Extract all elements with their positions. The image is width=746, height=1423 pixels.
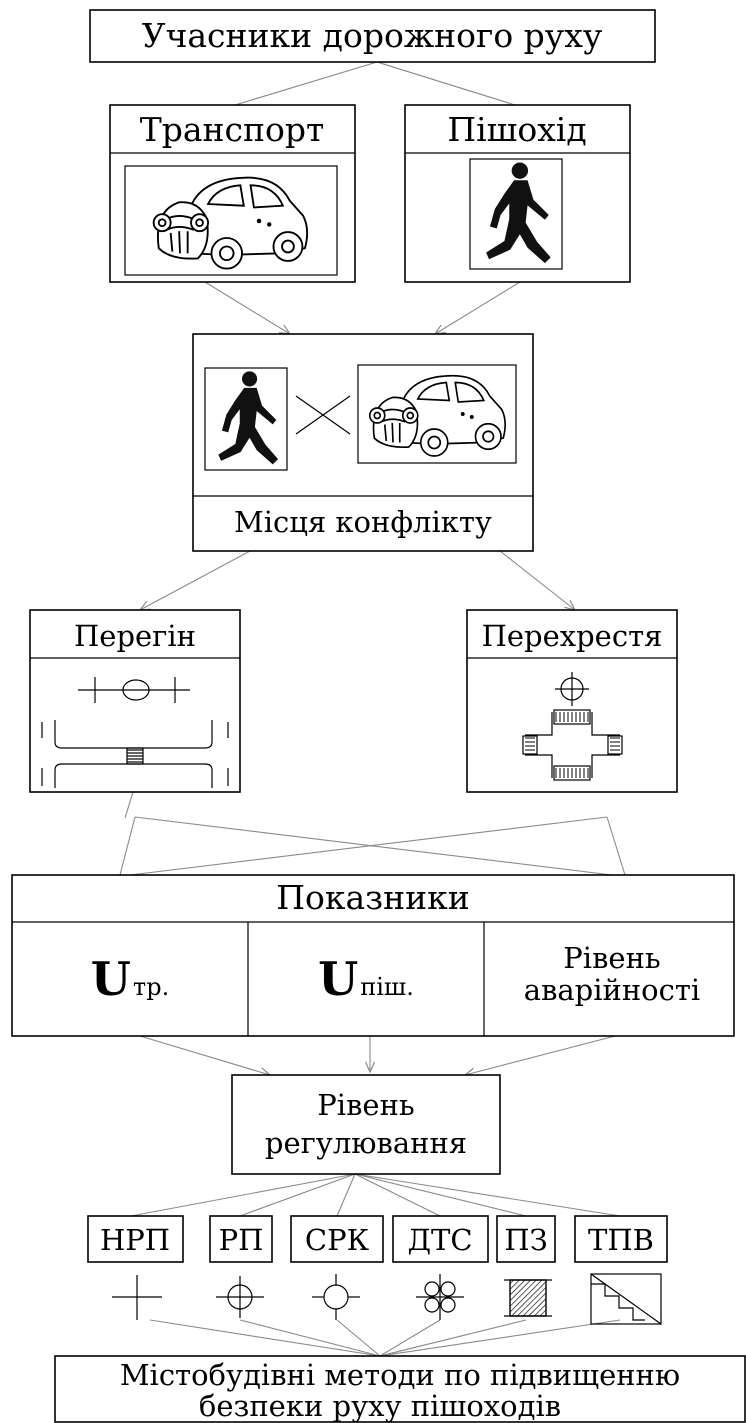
segment-label: Перегін <box>74 619 196 653</box>
segment-conflict-icon <box>78 677 190 703</box>
connector-regulation-nrp <box>130 1173 356 1217</box>
method-srk: СРК <box>290 1215 384 1320</box>
connector-regulation-tpv <box>354 1173 621 1217</box>
method-label: СРК <box>305 1223 370 1257</box>
regulation-line2: регулювання <box>265 1126 467 1160</box>
method-label: ТПВ <box>588 1223 654 1257</box>
arrow-conflict-intersection <box>499 550 575 610</box>
indicators-title: Показники <box>276 878 470 917</box>
pedestrian-label: Пішохід <box>447 110 586 149</box>
arrow-conflict-segment <box>140 550 251 610</box>
u-transport-indicator: Uтр. <box>91 952 169 1006</box>
indicators-box: Показники Uтр. Uпіш. Рівень аварійності <box>11 874 735 1037</box>
intersection-plan-icon <box>522 709 623 781</box>
conflict-box: Місця конфлікту <box>192 333 534 552</box>
connector-regulation-srk <box>336 1173 356 1217</box>
connector-segment-left <box>119 816 136 876</box>
clover-icon <box>416 1274 464 1320</box>
u-pedestrian-indicator: Uпіш. <box>318 952 414 1006</box>
segment-road-plan-icon <box>41 720 229 788</box>
plain-cross-icon <box>112 1275 162 1320</box>
participants-title: Учасники дорожного руху <box>142 16 603 55</box>
method-nrp: НРП <box>87 1215 184 1320</box>
method-tpv: ТПВ <box>574 1215 668 1325</box>
connector-pz-final <box>379 1319 527 1357</box>
method-pz: ПЗ <box>496 1215 556 1317</box>
connectors <box>119 61 626 1357</box>
transport-box: Транспорт <box>109 104 356 283</box>
connector-srk-final <box>336 1319 381 1357</box>
connector-participants-transport <box>234 61 378 106</box>
method-label: РП <box>219 1223 264 1257</box>
stair-triangle-icon <box>590 1273 662 1325</box>
crosswalk-circle-icon <box>216 1276 264 1318</box>
transport-label: Транспорт <box>140 110 325 149</box>
connector-dts-final <box>379 1319 441 1357</box>
connector-participants-pedestrian <box>376 61 516 106</box>
connector-rp-final <box>239 1319 381 1357</box>
arrow-accident-regulation <box>465 1035 616 1075</box>
connector-regulation-pz <box>354 1173 527 1217</box>
arrow-transport-conflict <box>204 281 290 334</box>
conflict-label: Місця конфлікту <box>234 505 492 539</box>
arrow-pedestrian-conflict <box>435 281 521 334</box>
intersection-box: Перехрестя <box>466 609 678 793</box>
connector-intersection-cross <box>129 816 608 876</box>
connector-regulation-rp <box>239 1173 356 1217</box>
segment-box: Перегін <box>29 609 241 793</box>
method-label: НРП <box>100 1223 170 1257</box>
accident-level-line1: Рівень <box>563 941 660 975</box>
participants-box: Учасники дорожного руху <box>89 9 656 63</box>
hatched-square-icon <box>504 1279 552 1317</box>
intersection-conflict-icon <box>555 672 589 706</box>
connector-segment-cross <box>134 816 613 876</box>
regulation-box: Рівень регулювання <box>231 1074 501 1175</box>
connector-tpv-final <box>379 1319 621 1357</box>
small-circle-cross-icon <box>312 1274 360 1320</box>
accident-level-line2: аварійності <box>524 973 700 1007</box>
connector-nrp-final <box>149 1319 381 1357</box>
final-line1: Містобудівні методи по підвищенню <box>120 1358 680 1392</box>
method-dts: ДТС <box>392 1215 489 1320</box>
connector-regulation-dts <box>354 1173 441 1217</box>
arrow-utr-regulation <box>139 1035 270 1075</box>
method-label: ДТС <box>407 1223 472 1257</box>
final-box: Містобудівні методи по підвищенню безпек… <box>54 1355 746 1423</box>
intersection-label: Перехрестя <box>482 619 663 653</box>
connector-segment-stub <box>124 791 134 819</box>
pedestrian-box: Пішохід <box>404 104 631 283</box>
connector-intersection-right <box>606 816 626 876</box>
final-line2: безпеки руху пішоходів <box>199 1389 561 1423</box>
regulation-line1: Рівень <box>317 1088 414 1122</box>
method-rp: РП <box>209 1215 273 1318</box>
method-label: ПЗ <box>504 1223 547 1257</box>
